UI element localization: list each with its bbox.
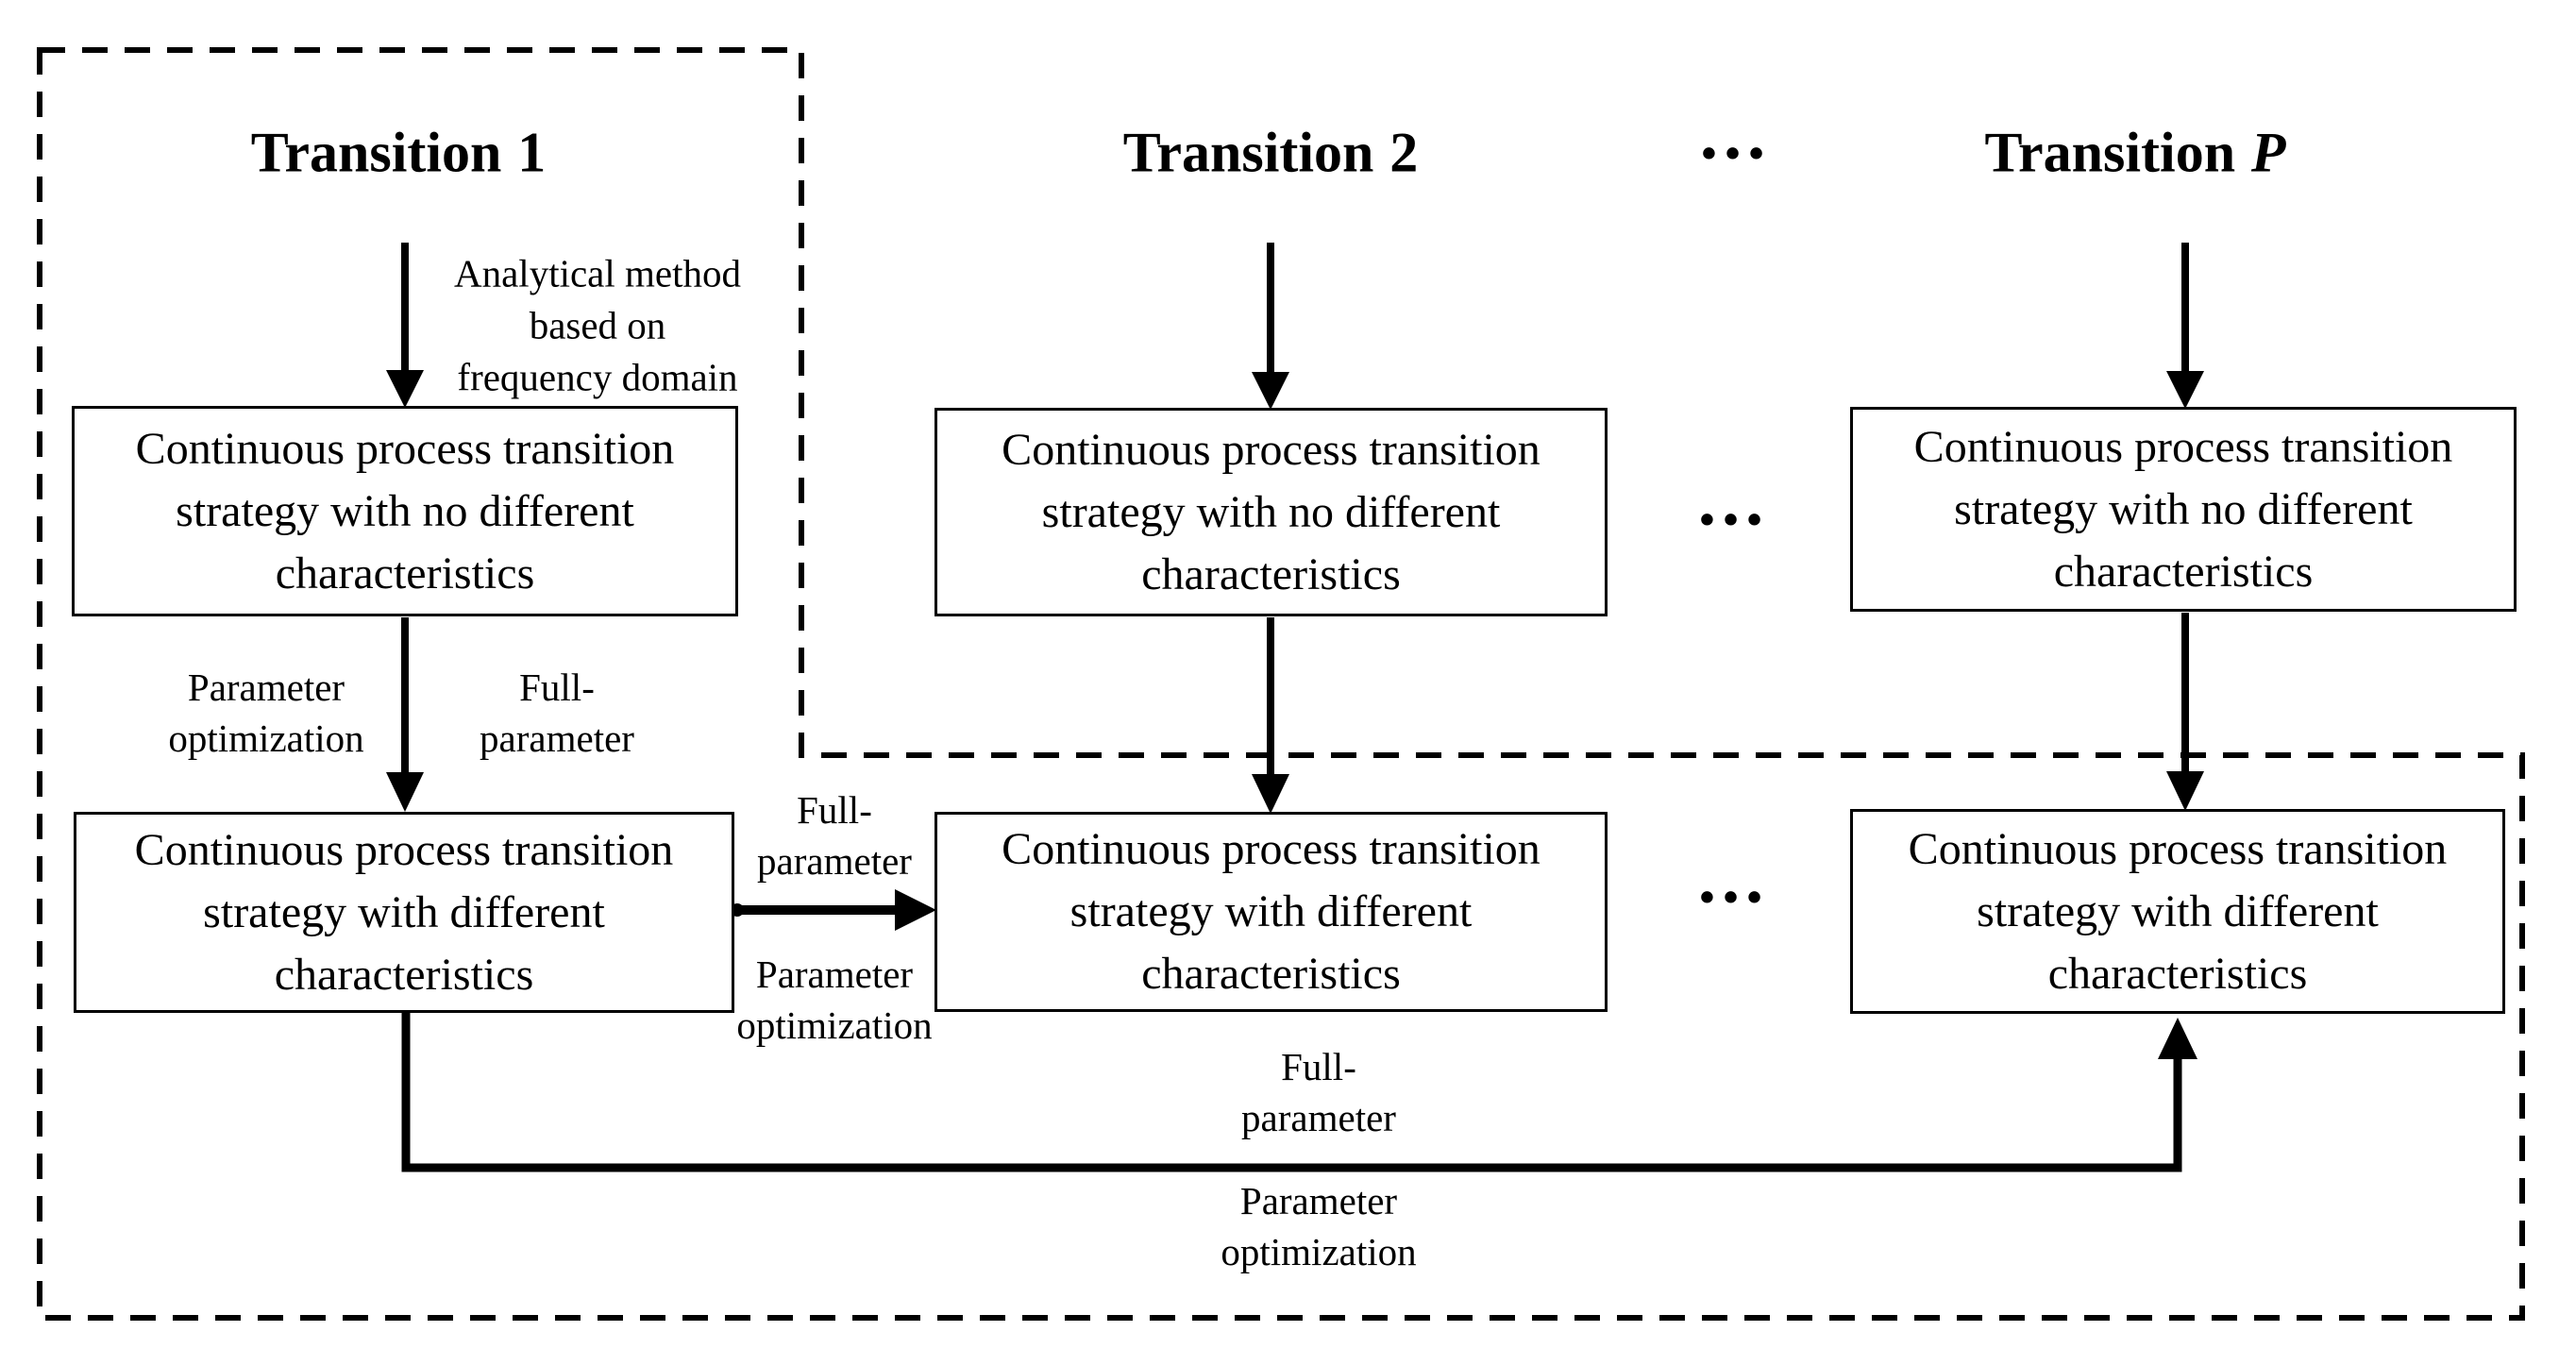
ellipsis-titles: ••• [1701,128,1773,177]
box-transition1-no-different: Continuous process transition strategy w… [72,406,738,616]
label-line: optimization [168,716,364,760]
box-transition2-different: Continuous process transition strategy w… [934,812,1608,1012]
box-text-line: characteristics [274,949,534,1000]
parameter-optimization-label-2: Parameter optimization [736,949,932,1051]
box-text-line: Continuous process transition [1002,824,1541,874]
transition-p-title-variable: P [2250,121,2286,184]
box-text-line: strategy with different [1069,886,1473,936]
label-line: optimization [1221,1230,1417,1273]
label-line: Full- [797,788,872,832]
full-parameter-label-3: Full- parameter [1241,1041,1396,1143]
box-text-line: Continuous process transition [134,824,674,875]
box-text-line: strategy with different [203,886,605,937]
label-line: Parameter [187,666,345,709]
label-line: optimization [736,1003,933,1047]
box-transitionP-no-different: Continuous process transition strategy w… [1850,407,2517,612]
label-line: frequency domain [457,355,738,399]
box-text-line: strategy with no different [1954,483,2413,534]
transition-1-title-number: 1 [517,121,547,184]
box-text-line: Continuous process transition [135,423,675,474]
box-text-line: strategy with different [1977,885,2379,936]
arrowhead-box4-to-box5 [895,889,936,931]
box-transition2-no-different: Continuous process transition strategy w… [934,408,1608,616]
arrow-box4-to-box6-elbow [401,1013,2182,1172]
label-line: Parameter [1239,1179,1398,1222]
arrowhead-transition2-top [1252,372,1289,410]
transition-2-title-number: 2 [1389,121,1419,184]
parameter-optimization-label-1: Parameter optimization [168,662,363,764]
label-line: parameter [1241,1096,1396,1139]
box-text-line: characteristics [1141,548,1401,599]
box-transitionP-different: Continuous process transition strategy w… [1850,809,2505,1014]
box-text-line: strategy with no different [1041,486,1501,537]
label-line: Analytical method [454,251,741,295]
arrowhead-transition2-mid [1252,774,1289,814]
box-text-line: characteristics [2047,948,2308,999]
box-transition1-different: Continuous process transition strategy w… [74,812,734,1013]
parameter-optimization-label-3: Parameter optimization [1221,1175,1416,1277]
box-text-line: characteristics [2053,546,2314,597]
arrowhead-transition1-top [386,370,424,408]
label-line: parameter [757,839,912,883]
arrowhead-transitionP-top [2166,371,2204,409]
dashed-boundary [37,47,2525,1321]
ellipsis-row1: ••• [1699,495,1771,544]
transition-p-title-prefix: Transition [1984,121,2236,184]
label-line: Full- [1281,1045,1356,1088]
full-parameter-label-2: Full- parameter [757,784,912,886]
analytical-method-label: Analytical method based on frequency dom… [454,248,741,404]
box-text-line: Continuous process transition [1002,424,1541,475]
full-parameter-label-1: Full- parameter [480,662,634,764]
box-text-line: Continuous process transition [1913,421,2453,472]
box-text-line: strategy with no different [176,485,634,536]
transition-1-title-prefix: Transition [250,121,502,184]
arrowhead-transition1-mid [386,772,424,812]
label-line: Parameter [755,952,914,996]
arrowhead-box4-to-box6 [2158,1018,2197,1059]
label-line: based on [529,303,666,347]
label-line: Full- [519,666,595,709]
box-text-line: characteristics [275,548,535,598]
box-text-line: Continuous process transition [1908,823,2448,874]
ellipsis-row2: ••• [1699,872,1771,921]
label-line: parameter [480,716,634,760]
arrowhead-transitionP-mid [2166,771,2204,811]
transition-2-title-prefix: Transition [1122,121,1374,184]
box-text-line: characteristics [1141,949,1401,999]
